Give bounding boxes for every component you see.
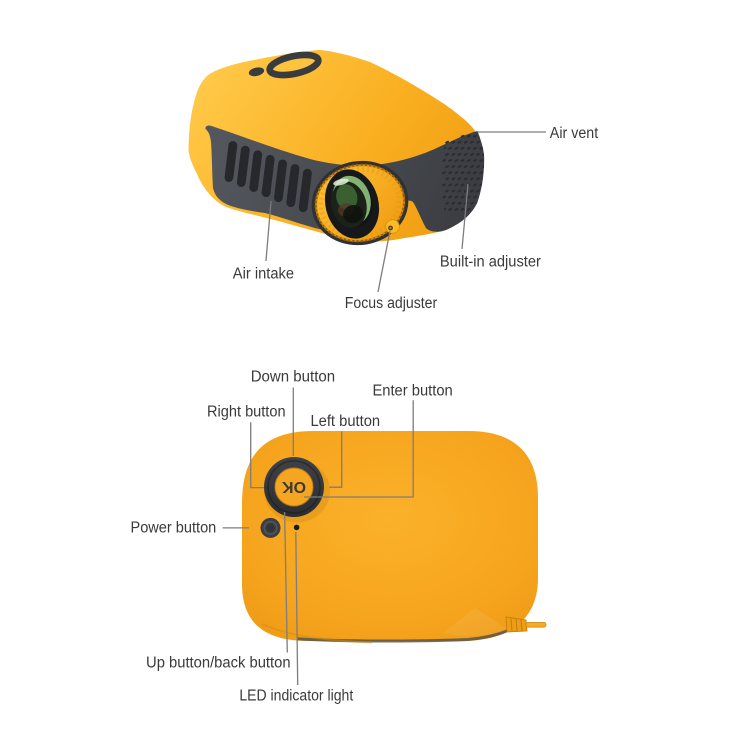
svg-text:Built-in adjuster: Built-in adjuster (440, 253, 541, 270)
svg-text:Enter button: Enter button (372, 382, 452, 399)
svg-text:Right button: Right button (207, 403, 286, 420)
svg-text:LED indicator light: LED indicator light (239, 687, 354, 704)
svg-text:Focus adjuster: Focus adjuster (345, 295, 437, 312)
svg-text:Power button: Power button (130, 520, 216, 537)
svg-text:OK: OK (282, 478, 306, 495)
svg-text:Down button: Down button (251, 369, 335, 386)
svg-text:Air intake: Air intake (233, 265, 294, 282)
svg-text:Air vent: Air vent (550, 125, 599, 142)
svg-text:Left button: Left button (310, 413, 380, 430)
svg-text:Up button/back button: Up button/back button (146, 654, 291, 671)
